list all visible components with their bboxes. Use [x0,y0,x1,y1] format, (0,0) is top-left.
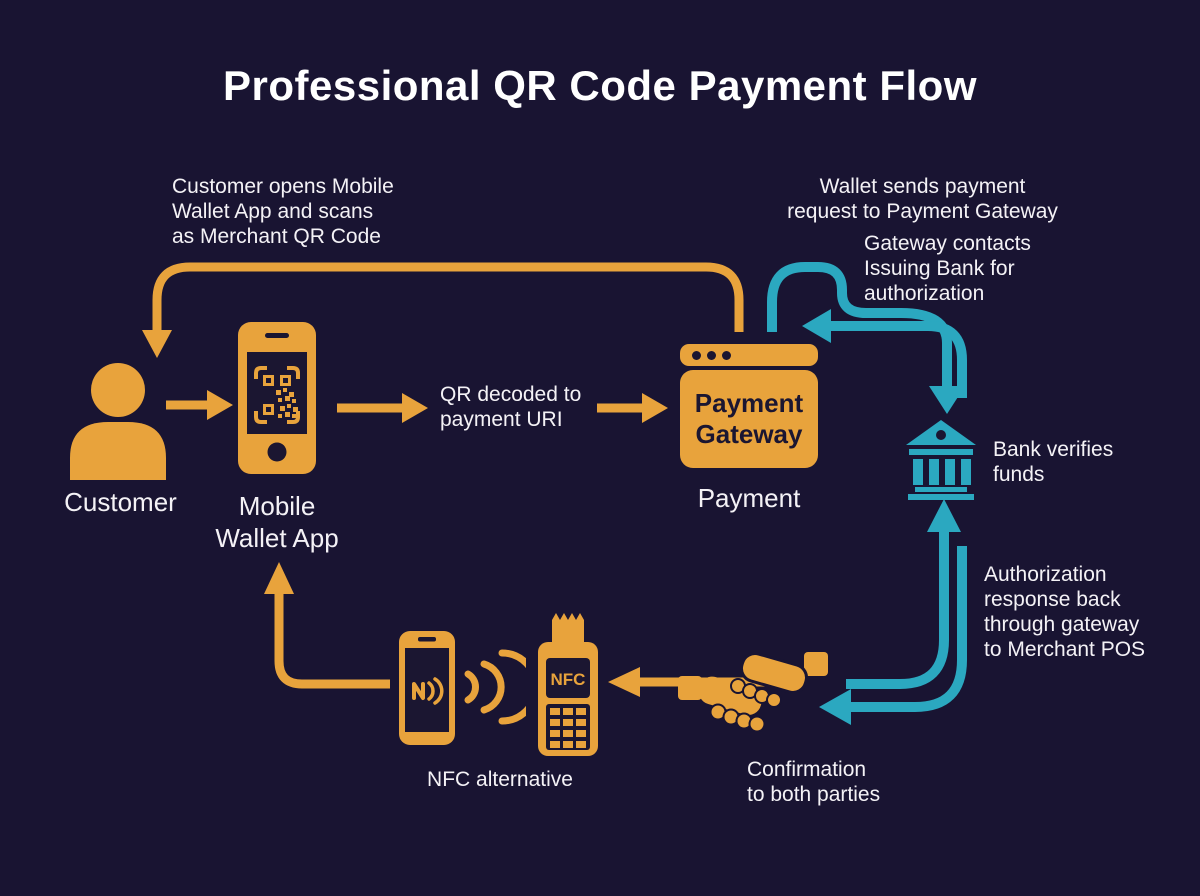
window-dot-icon [722,350,731,360]
person-icon [70,363,166,480]
note-gateway-contacts: Gateway contacts Issuing Bank for author… [864,232,1031,305]
smartphone-qr-icon [238,322,316,474]
arrow-customer-to-wallet [166,390,233,420]
label-customer: Customer [64,487,177,517]
label-mobile-wallet: Mobile Wallet App [215,491,339,553]
arrow-wallet-to-decode [337,393,428,423]
receipt-icon [552,613,584,646]
payment-gateway-node: Payment Gateway [680,370,818,468]
window-dot-icon [692,350,701,360]
note-auth-response: Authorization response back through gate… [984,563,1146,661]
pos-terminal-icon: NFC [538,613,598,756]
note-nfc-alternative: NFC alternative [427,768,573,791]
arrow-decode-to-gateway [597,393,668,423]
smartphone-nfc-icon [399,631,455,745]
keypad-icon [546,704,590,750]
bank-building-icon [906,420,976,500]
note-bank-verifies: Bank verifies funds [993,438,1114,486]
qr-code-icon [254,366,300,424]
note-confirmation: Confirmation to both parties [747,758,881,806]
handshake-icon [678,652,828,733]
window-dot-icon [707,350,716,360]
arrow-response-to-merchant [819,546,967,725]
note-customer-scans: Customer opens Mobile Wallet App and sca… [172,175,394,248]
arrow-nfc-to-wallet [264,562,390,689]
arrow-confirmation-to-bank [846,499,961,689]
pos-screen-label: NFC [551,670,586,689]
note-qr-decoded: QR decoded to payment URI [440,383,582,431]
arrow-gateway-to-customer [142,262,744,358]
browser-window-icon [680,344,818,366]
arrow-response-to-gateway [802,309,967,398]
label-payment: Payment [697,483,801,513]
nfc-symbol-icon [412,677,444,705]
payment-gateway-title: Payment Gateway [694,388,804,449]
nfc-waves-icon [464,649,526,725]
note-wallet-request: Wallet sends payment request to Payment … [787,175,1058,223]
page-title: Professional QR Code Payment Flow [223,62,977,109]
arrow-gateway-to-bank [767,262,965,414]
